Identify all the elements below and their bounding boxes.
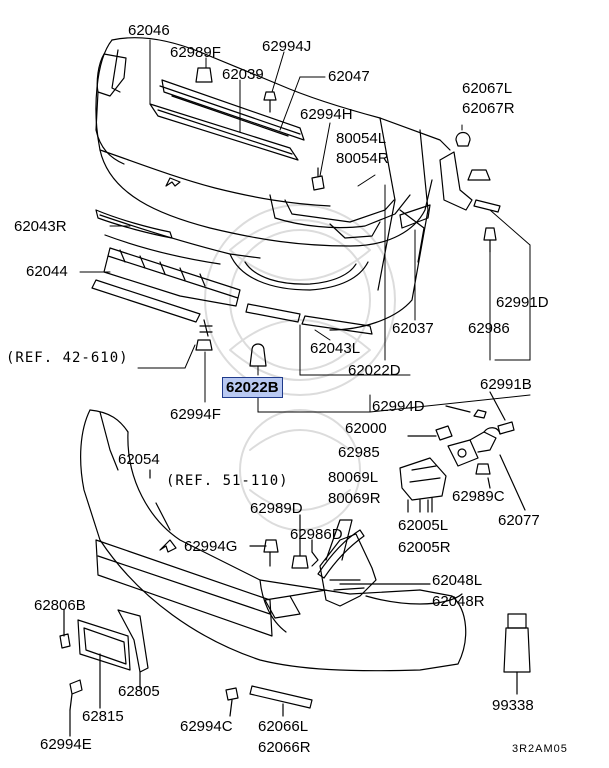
- side-bracket: [264, 519, 377, 619]
- lower-fasteners: [149, 469, 319, 569]
- part-62991B[interactable]: 62991B: [480, 376, 532, 393]
- part-62805[interactable]: 62805: [118, 683, 160, 700]
- part-62022B-highlighted[interactable]: 62022B: [222, 377, 283, 398]
- part-62994J[interactable]: 62994J: [262, 38, 312, 55]
- part-62994G[interactable]: 62994G: [184, 538, 238, 555]
- lower-bumper-shape: [80, 409, 467, 672]
- mount-components: [399, 391, 526, 513]
- part-62067L[interactable]: 62067L: [462, 80, 513, 97]
- part-99338[interactable]: 99338: [492, 697, 534, 714]
- part-62043R[interactable]: 62043R: [14, 218, 67, 235]
- part-62994D[interactable]: 62994D: [372, 398, 425, 415]
- part-62989D[interactable]: 62989D: [250, 500, 303, 517]
- part-80069R[interactable]: 80069R: [328, 490, 381, 507]
- side-mouldings: [95, 209, 373, 335]
- lower-reinforcement: [91, 247, 241, 323]
- part-62077[interactable]: 62077: [498, 512, 540, 529]
- upper-leader-lines: [79, 39, 531, 413]
- part-62985[interactable]: 62985: [338, 444, 380, 461]
- part-62066L[interactable]: 62066L: [258, 718, 309, 735]
- part-62986D[interactable]: 62986D: [290, 526, 343, 543]
- trim-80069: [317, 529, 365, 579]
- grille-parts: [149, 79, 305, 161]
- part-62994H[interactable]: 62994H: [300, 106, 353, 123]
- part-62986[interactable]: 62986: [468, 320, 510, 337]
- part-62994E[interactable]: 62994E: [40, 736, 92, 753]
- part-62067R[interactable]: 62067R: [462, 100, 515, 117]
- part-62054[interactable]: 62054: [118, 451, 160, 468]
- part-62048R[interactable]: 62048R: [432, 593, 485, 610]
- part-62005L[interactable]: 62005L: [398, 517, 449, 534]
- part-62048L[interactable]: 62048L: [432, 572, 483, 589]
- part-62066R[interactable]: 62066R: [258, 739, 311, 756]
- ref-42-610[interactable]: (REF. 42-610): [6, 350, 129, 366]
- part-62044[interactable]: 62044: [26, 263, 68, 280]
- part-62994C[interactable]: 62994C: [180, 718, 233, 735]
- part-62806B[interactable]: 62806B: [34, 597, 86, 614]
- part-62989C[interactable]: 62989C: [452, 488, 505, 505]
- part-80054R[interactable]: 80054R: [336, 150, 389, 167]
- part-62022D[interactable]: 62022D: [348, 362, 401, 379]
- part-80069L[interactable]: 80069L: [328, 469, 379, 486]
- bottom-small-parts: [225, 583, 431, 717]
- part-62047[interactable]: 62047: [328, 68, 370, 85]
- ref-51-110[interactable]: (REF. 51-110): [166, 473, 289, 489]
- part-62000[interactable]: 62000: [345, 420, 387, 437]
- part-62815[interactable]: 62815: [82, 708, 124, 725]
- part-62005R[interactable]: 62005R: [398, 539, 451, 556]
- part-62989F[interactable]: 62989F: [170, 44, 221, 61]
- part-62991D[interactable]: 62991D: [496, 294, 549, 311]
- license-plate-bracket: [59, 609, 149, 737]
- touchup-bottle: [503, 613, 531, 695]
- part-62043L[interactable]: 62043L: [310, 340, 361, 357]
- part-62994F[interactable]: 62994F: [170, 406, 221, 423]
- part-80054L[interactable]: 80054L: [336, 130, 387, 147]
- part-62046[interactable]: 62046: [128, 22, 170, 39]
- part-62037[interactable]: 62037: [392, 320, 434, 337]
- part-62039[interactable]: 62039: [222, 66, 264, 83]
- upper-bumper-shape: [95, 37, 451, 331]
- drawing-code: 3R2AM05: [512, 743, 568, 755]
